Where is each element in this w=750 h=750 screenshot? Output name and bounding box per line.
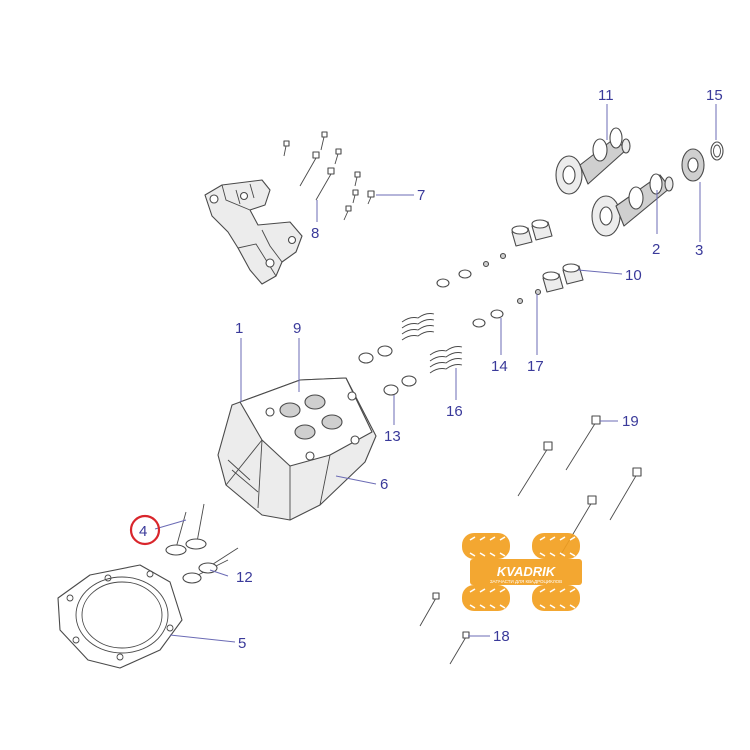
head-gasket-part-5: [57, 564, 183, 669]
decompressor-part-3: [681, 148, 705, 182]
valve-springs-part: [401, 313, 463, 374]
callouts: 1 2 3 4 5 6 7 8 9 10 11 12 13 14 15 16 1…: [129, 87, 723, 652]
callout-6: 6: [380, 476, 388, 493]
o-ring-part-15: [710, 141, 724, 161]
studs-part-19: [517, 415, 642, 557]
watermark-brand: KVADRIK: [497, 564, 557, 579]
camshaft-part-11: [555, 127, 631, 195]
callout-11: 11: [598, 87, 614, 104]
callout-3: 3: [695, 242, 703, 259]
callout-9: 9: [293, 320, 301, 337]
callout-10: 10: [625, 267, 642, 284]
camshaft-part-2: [591, 173, 674, 237]
highlight-ring: [129, 514, 161, 546]
callout-4: 4: [139, 523, 147, 540]
callout-8: 8: [311, 225, 319, 242]
callout-14: 14: [491, 358, 508, 375]
cam-carrier-part: [204, 179, 303, 285]
cylinder-head-part-1: [217, 377, 377, 521]
callout-7: 7: [417, 187, 425, 204]
leader-lines: [154, 104, 717, 643]
bolts-part-18: [419, 592, 470, 665]
callout-12: 12: [236, 569, 253, 586]
shims-part: [436, 252, 542, 328]
callout-1: 1: [235, 320, 243, 337]
tappets-part-10: [511, 219, 584, 293]
callout-2: 2: [652, 241, 660, 258]
valves-part-12: [182, 547, 239, 584]
kvadrik-watermark-logo: KVADRIK ЗАПЧАСТИ ДЛЯ КВАДРОЦИКЛОВ: [462, 533, 582, 611]
watermark-tagline: ЗАПЧАСТИ ДЛЯ КВАДРОЦИКЛОВ: [490, 579, 562, 584]
callout-17: 17: [527, 358, 544, 375]
callout-13: 13: [384, 428, 401, 445]
spring-seats-part-13: [358, 345, 417, 396]
valves-part-4: [165, 503, 207, 556]
callout-5: 5: [238, 635, 246, 652]
bolts-part-8: [283, 131, 375, 221]
tyre-icon: [462, 533, 580, 611]
callout-19: 19: [622, 413, 639, 430]
callout-15: 15: [706, 87, 723, 104]
callout-16: 16: [446, 403, 463, 420]
callout-18: 18: [493, 628, 510, 645]
